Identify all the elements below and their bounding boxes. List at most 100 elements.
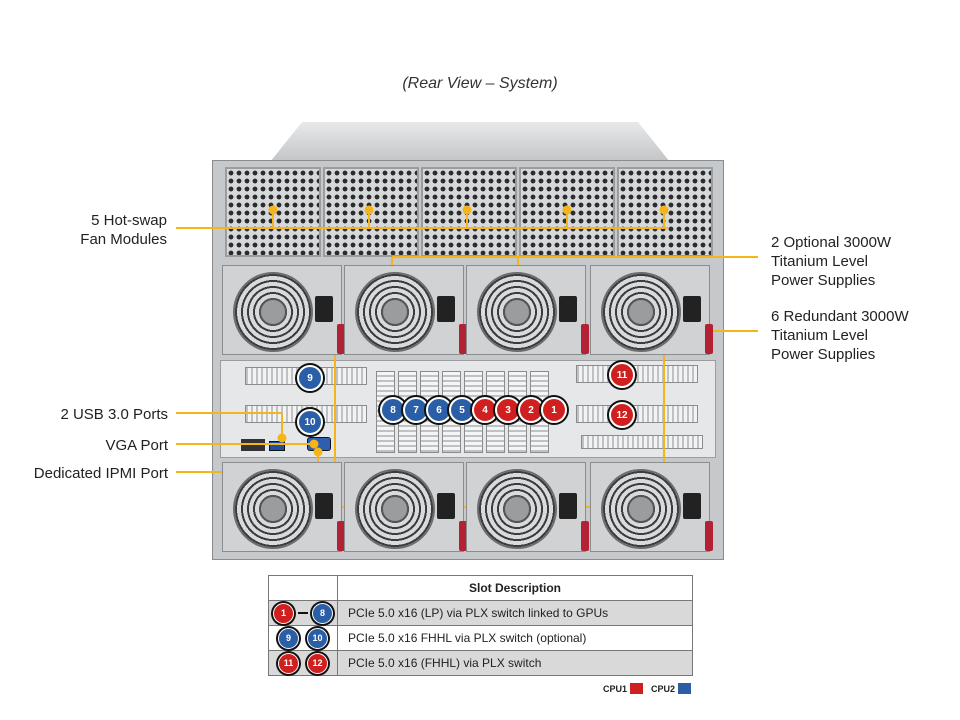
callout-dot [277,433,287,443]
power-supply-bottom [466,462,589,552]
psu-handle [705,324,713,354]
slot-badge: 10 [307,627,328,649]
fan-hub [381,495,409,523]
power-inlet [315,493,333,519]
table-header-row: Slot Description [268,575,693,601]
ipmi-port-shape [241,439,265,451]
slot-badge: 8 [312,602,333,624]
callout-line [176,412,282,414]
power-inlet [437,296,455,322]
chassis-top [270,122,670,162]
slot-badge: 12 [307,652,328,674]
slot-badge: 2 [518,397,544,423]
callout-dot [309,439,319,449]
power-supply-top [590,265,713,355]
callout-dot [364,205,374,215]
legend-label: CPU1 [603,683,628,694]
callout-line [663,210,665,228]
slot-badge: 1 [273,602,294,624]
diagram-caption: (Rear View – System) [402,75,558,92]
slot-description-cell: PCIe 5.0 x16 FHHL via PLX switch (option… [337,625,693,651]
power-inlet [559,296,577,322]
fan-hub [627,298,655,326]
legend-label: CPU2 [651,683,676,694]
callout-line [272,210,274,228]
callout-line [663,331,665,507]
power-inlet [683,296,701,322]
callout-dot [313,447,323,457]
slot-badge: 1 [541,397,567,423]
fan-hub [259,298,287,326]
slot-badge: 8 [380,397,406,423]
legend-swatch [678,683,692,694]
power-inlet [683,493,701,519]
fan-hub [503,298,531,326]
slot-badge: 7 [403,397,429,423]
usb-port-shape [269,441,285,451]
power-supply-bottom [222,462,345,552]
fan-hub [381,298,409,326]
table-row: 9 10 PCIe 5.0 x16 FHHL via PLX switch (opt… [268,625,693,651]
callout-dot [268,205,278,215]
range-dash [298,612,308,614]
table-row: 11 12 PCIe 5.0 x16 (FHHL) via PLX switch [268,650,693,676]
slot-icons-cell: 11 12 [268,650,338,676]
ipmi-label: Dedicated IPMI Port [33,465,168,482]
pcie-slot-11 [576,365,698,383]
slot-badge: 9 [278,627,299,649]
callout-line [566,210,568,228]
psu-handle [337,324,345,354]
power-inlet [315,296,333,322]
cpu-legend: CPU1 CPU2 [603,683,696,694]
fan-module [519,167,615,257]
power-supply-bottom [590,462,713,552]
pcie-slot-12 [576,405,698,423]
table-header-label: Slot Description [337,575,693,601]
callout-line [368,210,370,228]
psu-handle [337,521,345,551]
psu-handle [581,521,589,551]
callout-dot [562,205,572,215]
fan-hub [627,495,655,523]
power-supply-top [344,265,467,355]
slot-badge: 6 [426,397,452,423]
callout-line [334,318,336,507]
power-supply-bottom [344,462,467,552]
power-inlet [559,493,577,519]
callout-dot [462,205,472,215]
vent-grille [581,435,703,449]
power-inlet [437,493,455,519]
callout-line [176,227,668,229]
slot-icons-cell: 9 10 [268,625,338,651]
psu-handle [459,521,467,551]
callout-line [392,256,758,258]
table-header-icons [268,575,338,601]
fan-module [617,167,713,257]
slot-description-cell: PCIe 5.0 x16 (FHHL) via PLX switch [337,650,693,676]
fan-hub [259,495,287,523]
fan-hub [503,495,531,523]
slot-badge: 11 [609,362,635,388]
power-supply-top [466,265,589,355]
callout-line [176,443,314,445]
psu-handle [705,521,713,551]
callout-line [281,413,283,438]
fan-grill [355,469,435,549]
usb-label: 2 USB 3.0 Ports [60,406,168,423]
slot-badge: 9 [297,365,323,391]
slot-description-cell: PCIe 5.0 x16 (LP) via PLX switch linked … [337,600,693,626]
slot-badge: 10 [297,409,323,435]
slot-badge: 12 [609,402,635,428]
callout-dot [659,205,669,215]
vga-label: VGA Port [105,437,168,454]
psu-handle [581,324,589,354]
power-supply-top [222,265,345,355]
slot-badge: 11 [278,652,299,674]
legend-swatch [630,683,644,694]
